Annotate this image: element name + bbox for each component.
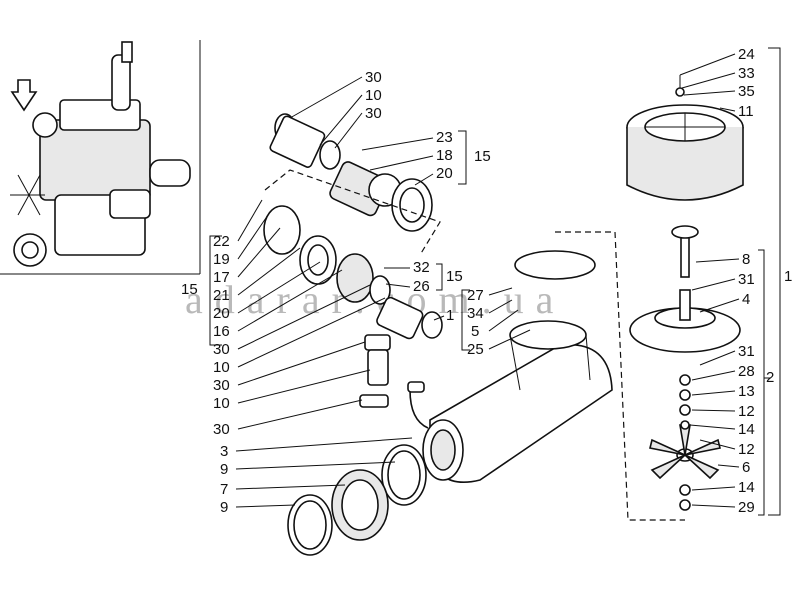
- callout-bracket-label: 15: [474, 148, 491, 165]
- callout-bracket-label: 2: [766, 369, 774, 386]
- callout-label: 28: [738, 363, 755, 380]
- callouts-mid-right: 32 26 15 1: [384, 259, 463, 324]
- filter-element-stack: [626, 75, 744, 511]
- callout-label: 20: [213, 305, 230, 322]
- callouts-left-column: 15 22 19 17 21 20 16 30 10 30 10 30 3 9 …: [181, 199, 413, 516]
- callout-label: 30: [213, 377, 230, 394]
- callout-label: 12: [738, 403, 755, 420]
- callouts-clamp-group: 27 34 5 25: [461, 287, 531, 358]
- callout-label: 31: [738, 271, 755, 288]
- engine-inset: [0, 40, 201, 275]
- dashed-guide-upper: [264, 169, 441, 256]
- callout-label: 26: [413, 278, 430, 295]
- callout-bracket-label: 15: [181, 281, 198, 298]
- callout-label: 30: [213, 341, 230, 358]
- callout-label: 21: [213, 287, 230, 304]
- callout-label: 30: [365, 69, 382, 86]
- callout-label: 9: [220, 461, 228, 478]
- clamp-sleeve-assembly: [287, 444, 427, 556]
- callout-label: 16: [213, 323, 230, 340]
- callout-label: 22: [213, 233, 230, 250]
- callout-label: 6: [742, 459, 750, 476]
- callout-label: 25: [467, 341, 484, 358]
- impeller-icon: [649, 424, 721, 480]
- callouts-right-column: 24 33 35 11 8 31 4 31 28 13 12 14 12 6 1…: [679, 46, 792, 516]
- callout-label: 34: [467, 305, 484, 322]
- callout-label: 10: [213, 359, 230, 376]
- callout-bracket-label: 1: [784, 268, 792, 285]
- callout-label: 23: [436, 129, 453, 146]
- engine-sketch: [10, 41, 191, 267]
- callout-label: 10: [213, 395, 230, 412]
- callout-label: 35: [738, 83, 755, 100]
- callout-bracket-label: 15: [446, 268, 463, 285]
- callout-label: 27: [467, 287, 484, 304]
- dashed-guide-right: [555, 231, 685, 521]
- callout-label: 12: [738, 441, 755, 458]
- callout-label: 5: [471, 323, 479, 340]
- callout-label: 33: [738, 65, 755, 82]
- callout-label: 10: [365, 87, 382, 104]
- callout-label: 14: [738, 421, 755, 438]
- callout-label: 24: [738, 46, 755, 63]
- callout-label: 14: [738, 479, 755, 496]
- callout-label: 4: [742, 291, 750, 308]
- callout-label: 9: [220, 499, 228, 516]
- callout-label: 18: [436, 147, 453, 164]
- pointer-arrow-icon: [10, 79, 38, 112]
- callout-label: 20: [436, 165, 453, 182]
- callouts-hose-group: 23 18 20 15: [361, 129, 491, 186]
- callout-label: 19: [213, 251, 230, 268]
- callout-label: 17: [213, 269, 230, 286]
- callout-label: 11: [738, 103, 754, 120]
- callout-label: 30: [213, 421, 230, 438]
- filter-housing: [407, 250, 613, 484]
- callouts-top-left: 30 10 30: [289, 69, 382, 149]
- callout-label: 3: [220, 443, 228, 460]
- callout-label: 30: [365, 105, 382, 122]
- callout-label: 7: [220, 481, 228, 498]
- hose-assembly-top: [269, 113, 433, 232]
- callout-label: 32: [413, 259, 430, 276]
- callout-label: 31: [738, 343, 755, 360]
- callout-label: 13: [738, 383, 755, 400]
- callout-label: 29: [738, 499, 755, 516]
- flange-assembly: [263, 205, 443, 408]
- callout-label: 8: [742, 251, 750, 268]
- callout-bracket-label: 1: [446, 307, 454, 324]
